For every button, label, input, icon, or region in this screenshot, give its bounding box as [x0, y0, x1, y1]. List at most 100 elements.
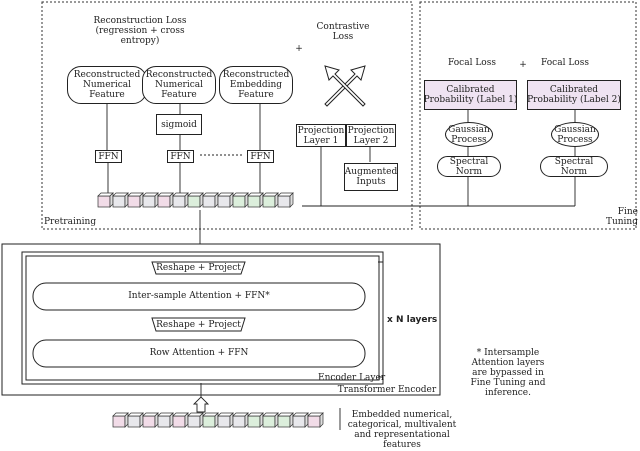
calibrated-probability-label-1-box: Calibrated Probability (Label 1)	[424, 80, 517, 110]
token-cube	[262, 415, 276, 428]
contrastive-cross-icon	[324, 65, 366, 107]
token-cube	[307, 415, 321, 428]
reconstruction-loss-label: Reconstruction Loss (regression + cross …	[93, 16, 187, 46]
focal-loss-2-label: Focal Loss	[541, 58, 589, 68]
token-cube-side	[289, 412, 294, 428]
token-cube	[97, 195, 111, 208]
token-cube	[247, 195, 261, 208]
embedded-features-label: Embedded numerical, categorical, multiva…	[347, 410, 457, 450]
gaussian-process-1-oval: Gaussian Process	[445, 122, 493, 147]
token-cube-side	[229, 192, 234, 208]
token-cube	[232, 195, 246, 208]
fine-tuning-section-label: Fine Tuning	[605, 207, 638, 227]
layers-bracket	[378, 261, 384, 378]
token-cube	[187, 195, 201, 208]
token-cube	[277, 415, 291, 428]
token-cube-side	[274, 192, 279, 208]
token-cube	[217, 195, 231, 208]
token-cube-side	[214, 412, 219, 428]
fine-tuning-frame	[419, 1, 637, 230]
spectral-norm-2-box: Spectral Norm	[540, 156, 608, 177]
token-cube	[217, 415, 231, 428]
token-cube	[292, 415, 306, 428]
token-cube-side	[199, 412, 204, 428]
token-cube	[127, 415, 141, 428]
row-attention-label: Row Attention + FFN	[149, 348, 249, 358]
inter-sample-attention-label: Inter-sample Attention + FFN*	[128, 291, 270, 301]
sigmoid-box: sigmoid	[156, 114, 202, 135]
transformer-encoder-frame	[1, 243, 441, 396]
token-cube	[262, 195, 276, 208]
token-cube-side	[169, 192, 174, 208]
connectors	[106, 104, 576, 430]
token-cube-side	[139, 192, 144, 208]
pretraining-section-label: Pretraining	[44, 217, 97, 227]
reconstructed-numerical-head-2: Reconstructed Numerical Feature	[142, 66, 216, 104]
projection-layer-1-box: Projection Layer 1	[296, 124, 346, 147]
x-n-layers-label: x N layers	[387, 315, 438, 325]
pretraining-token-row	[97, 192, 294, 208]
fine-tuning-plus-label: +	[519, 60, 527, 70]
ffn-box-2: FFN	[167, 150, 194, 163]
token-cube	[277, 195, 291, 208]
spectral-norm-1-box: Spectral Norm	[437, 156, 501, 177]
token-cube-side	[169, 412, 174, 428]
token-cube-side	[139, 412, 144, 428]
inter-sample-attention-shape	[32, 282, 366, 311]
encoder-layer-inner-frame	[25, 255, 380, 381]
token-cube	[247, 415, 261, 428]
reshape-project-top-label: Reshape + Project	[156, 263, 241, 273]
token-cube-side	[214, 192, 219, 208]
token-cube	[142, 195, 156, 208]
token-cube-side	[124, 412, 129, 428]
token-cube-side	[304, 412, 309, 428]
token-cube-side	[274, 412, 279, 428]
token-cube-side	[184, 412, 189, 428]
calibrated-probability-label-2-box: Calibrated Probability (Label 2)	[527, 80, 621, 110]
row-attention-shape	[32, 339, 366, 368]
reconstructed-embedding-head: Reconstructed Embedding Feature	[219, 66, 293, 104]
encoder-layer-label: Encoder Layer	[318, 373, 386, 383]
token-cube-side	[184, 192, 189, 208]
token-cube	[112, 195, 126, 208]
pretraining-frame	[41, 1, 413, 230]
token-cube	[112, 415, 126, 428]
token-cube	[172, 195, 186, 208]
focal-loss-1-label: Focal Loss	[448, 58, 496, 68]
gaussian-process-2-oval: Gaussian Process	[551, 122, 599, 147]
transformer-encoder-label: Transformer Encoder	[337, 385, 437, 395]
contrastive-loss-label: Contrastive Loss	[316, 22, 370, 42]
token-cube-side	[259, 192, 264, 208]
ffn-box-3: FFN	[247, 150, 274, 163]
token-cube	[232, 415, 246, 428]
token-cube-side	[109, 192, 114, 208]
token-cube-side	[244, 412, 249, 428]
token-cube-side	[289, 192, 294, 208]
ffn-box-1: FFN	[95, 150, 122, 163]
reshape-project-mid-shape	[151, 317, 246, 332]
projection-layer-2-box: Projection Layer 2	[346, 124, 396, 147]
token-cube	[142, 415, 156, 428]
token-cube-side	[259, 412, 264, 428]
input-token-row	[112, 412, 324, 428]
token-cube	[127, 195, 141, 208]
token-cube-side	[154, 192, 159, 208]
token-cube-side	[229, 412, 234, 428]
token-cube	[157, 415, 171, 428]
token-cube	[187, 415, 201, 428]
token-cube-side	[154, 412, 159, 428]
token-cube-side	[124, 192, 129, 208]
token-cube-side	[319, 412, 324, 428]
reconstructed-numerical-head-1: Reconstructed Numerical Feature	[67, 66, 147, 104]
reshape-project-mid-label: Reshape + Project	[156, 320, 241, 330]
reshape-project-top-shape	[151, 261, 246, 275]
pretraining-plus-label: +	[295, 44, 303, 54]
token-cube	[202, 195, 216, 208]
intersample-footnote: * Intersample Attention layers are bypas…	[470, 348, 546, 398]
token-cube	[157, 195, 171, 208]
augmented-inputs-box: Augmented Inputs	[344, 163, 398, 191]
token-cube	[202, 415, 216, 428]
token-cube	[172, 415, 186, 428]
token-cube-side	[244, 192, 249, 208]
